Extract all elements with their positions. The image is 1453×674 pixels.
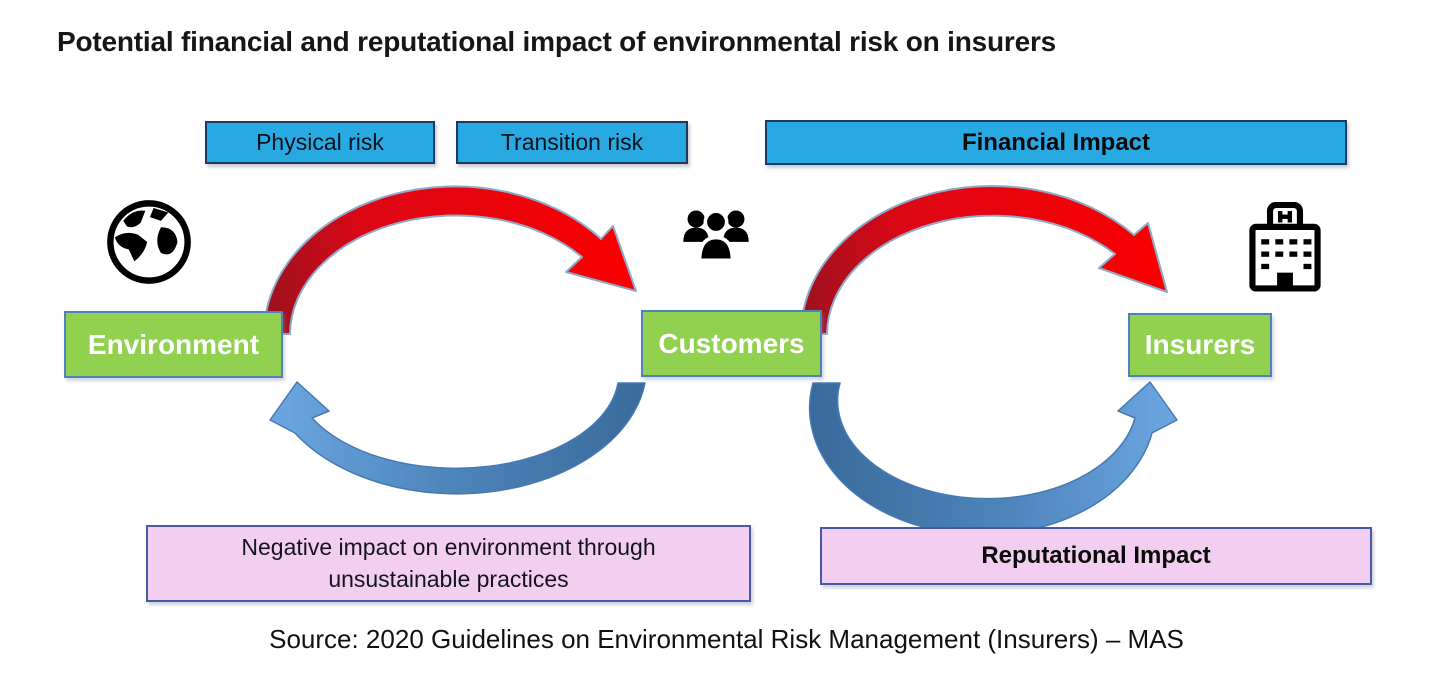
transition-risk-box: Transition risk: [456, 121, 688, 164]
insurers-node: Insurers: [1128, 313, 1272, 377]
environment-node: Environment: [64, 311, 283, 378]
financial-impact-label: Financial Impact: [961, 128, 1151, 156]
globe-icon: [107, 200, 191, 284]
financial-impact-box: Financial Impact: [765, 120, 1347, 165]
arrow-environment-to-customers: [263, 185, 637, 335]
arrow-customers-to-insurers-top: [800, 184, 1168, 335]
page-title: Potential financial and reputational imp…: [57, 26, 1057, 57]
transition-risk-label: Transition risk: [500, 129, 644, 155]
arrow-customers-to-insurers-bottom: [808, 381, 1178, 536]
physical-risk-label: Physical risk: [256, 129, 384, 155]
arrow-customers-to-environment: [269, 381, 646, 495]
environment-label: Environment: [87, 328, 260, 360]
people-icon: [683, 209, 749, 263]
reputational-impact-box: Reputational Impact: [820, 527, 1372, 585]
physical-risk-box: Physical risk: [205, 121, 435, 164]
negative-impact-note-label: Negative impact on environment through u…: [241, 534, 656, 592]
reputational-impact-label: Reputational Impact: [981, 541, 1211, 569]
insurers-label: Insurers: [1144, 329, 1256, 360]
building-icon: [1249, 202, 1321, 292]
customers-label: Customers: [658, 327, 805, 359]
source-citation: Source: 2020 Guidelines on Environmental…: [269, 624, 1184, 654]
customers-node: Customers: [641, 310, 822, 377]
negative-impact-note-box: Negative impact on environment through u…: [146, 525, 751, 602]
